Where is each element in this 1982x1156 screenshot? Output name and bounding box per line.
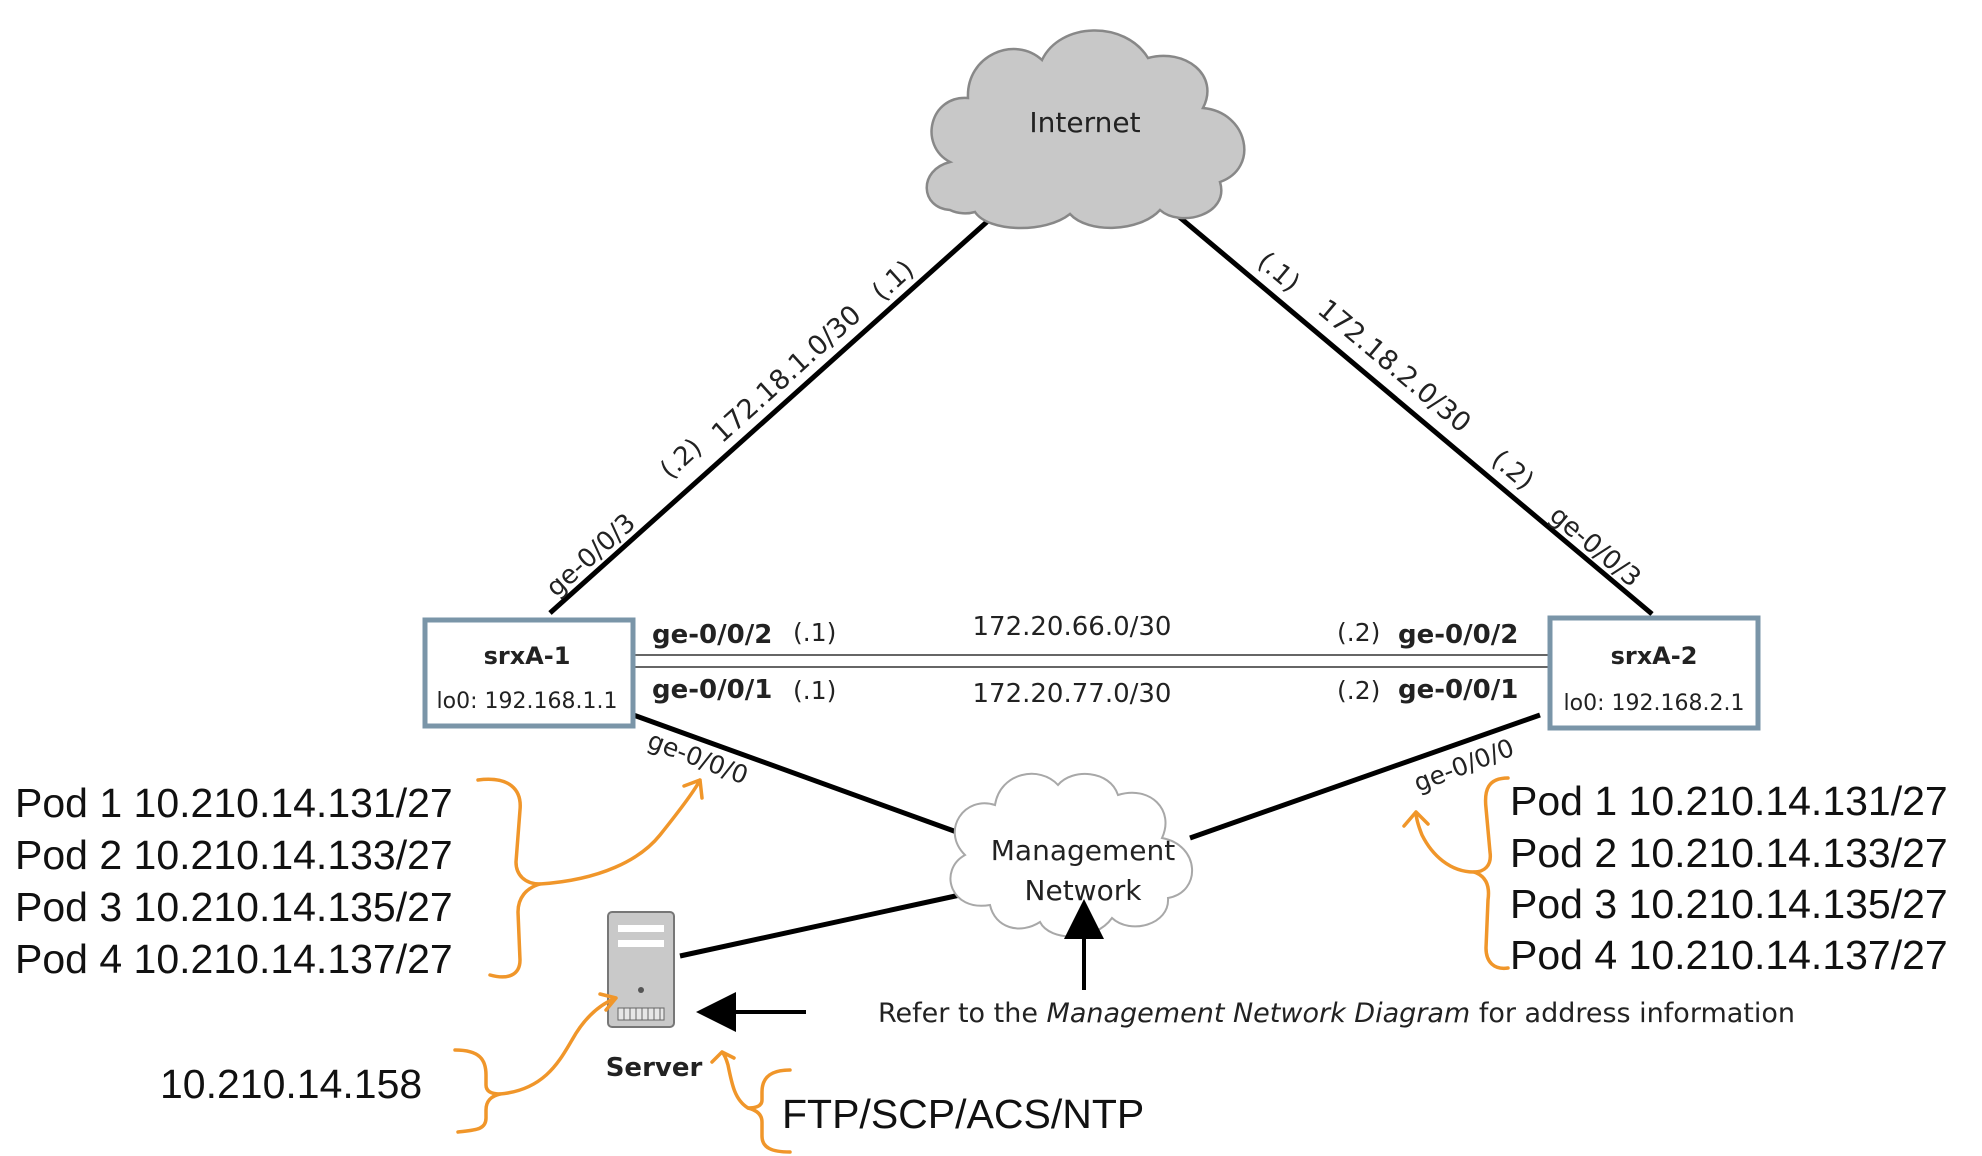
srx2-ge001-label: ge-0/0/1 bbox=[1398, 675, 1518, 705]
link-server-mgmt bbox=[679, 892, 961, 959]
server-icon bbox=[607, 911, 675, 1028]
note-emph: Management Network Diagram bbox=[1047, 998, 1471, 1029]
annotation-right: Pod 1 10.210.14.131/27 Pod 2 10.210.14.1… bbox=[1402, 776, 1948, 978]
note-prefix: Refer to the bbox=[878, 998, 1047, 1029]
right-pod-3: Pod 3 10.210.14.135/27 bbox=[1510, 881, 1948, 927]
ge001-subnet: 172.20.77.0/30 bbox=[973, 679, 1172, 709]
srx2-ge002-label: ge-0/0/2 bbox=[1398, 620, 1518, 650]
ge002-subnet: 172.20.66.0/30 bbox=[973, 612, 1172, 642]
srx1-ge002-addr: (.1) bbox=[793, 618, 836, 647]
left-pod-3: Pod 3 10.210.14.135/27 bbox=[15, 884, 453, 930]
left-arrow bbox=[538, 778, 704, 886]
srx1-ge001-addr: (.1) bbox=[793, 676, 836, 705]
management-network-cloud: Management Network bbox=[949, 772, 1194, 938]
left-pod-4: Pod 4 10.210.14.137/27 bbox=[15, 936, 453, 982]
srx2-ge003-label: ge-0/0/3 bbox=[1544, 500, 1647, 593]
annotation-server-services: FTP/SCP/ACS/NTP bbox=[710, 1050, 1144, 1154]
srx2-name: srxA-2 bbox=[1611, 642, 1698, 670]
srx2-lo0: lo0: 192.168.2.1 bbox=[1564, 691, 1745, 716]
srx1-ge003-label: ge-0/0/3 bbox=[541, 508, 642, 603]
link-srx1-mgmt bbox=[627, 710, 966, 838]
annotation-server-ip: 10.210.14.158 bbox=[160, 992, 618, 1134]
note-suffix: for address information bbox=[1470, 998, 1795, 1029]
srx2-ge002-addr: (.2) bbox=[1337, 618, 1380, 647]
right-pod-4: Pod 4 10.210.14.137/27 bbox=[1510, 932, 1948, 978]
link-srx2-mgmt bbox=[1189, 712, 1541, 841]
link-srx1-internet bbox=[548, 201, 1010, 615]
internet-label: Internet bbox=[1029, 106, 1140, 139]
srx2-uplink-far: (.1) bbox=[1252, 246, 1306, 298]
srx2-uplink-near: (.2) bbox=[1486, 444, 1540, 496]
srx1-uplink-subnet: 172.18.1.0/30 bbox=[706, 299, 868, 449]
mgmt-note: Refer to the Management Network Diagram … bbox=[878, 998, 1795, 1029]
server-services-label: FTP/SCP/ACS/NTP bbox=[782, 1091, 1144, 1137]
right-brace bbox=[1472, 776, 1510, 971]
srx1-ge002-label: ge-0/0/2 bbox=[652, 620, 772, 650]
left-brace bbox=[476, 777, 542, 979]
annotation-left: Pod 1 10.210.14.131/27 Pod 2 10.210.14.1… bbox=[15, 777, 704, 982]
right-pod-1: Pod 1 10.210.14.131/27 bbox=[1510, 778, 1948, 824]
server-label: Server bbox=[606, 1053, 703, 1083]
internet-cloud: Internet bbox=[925, 29, 1246, 230]
right-pod-2: Pod 2 10.210.14.133/27 bbox=[1510, 830, 1948, 876]
srx2-uplink-subnet: 172.18.2.0/30 bbox=[1312, 294, 1477, 440]
mgmt-label-line1: Management bbox=[991, 834, 1175, 867]
services-arrow bbox=[710, 1050, 750, 1110]
mgmt-label-line2: Network bbox=[1025, 874, 1143, 907]
server-ip-brace bbox=[453, 1048, 502, 1134]
server-ip-arrow bbox=[498, 992, 618, 1096]
srx1-lo0: lo0: 192.168.1.1 bbox=[437, 689, 618, 714]
link-srx2-internet bbox=[1163, 203, 1654, 616]
srx2-ge001-addr: (.2) bbox=[1337, 676, 1380, 705]
left-pod-1: Pod 1 10.210.14.131/27 bbox=[15, 780, 453, 826]
device-srxa-1: srxA-1 lo0: 192.168.1.1 bbox=[422, 617, 636, 729]
right-arrow bbox=[1402, 810, 1476, 874]
server-ip-label: 10.210.14.158 bbox=[160, 1061, 422, 1107]
srx1-uplink-far: (.1) bbox=[867, 255, 921, 307]
srx1-name: srxA-1 bbox=[484, 642, 571, 670]
left-pod-2: Pod 2 10.210.14.133/27 bbox=[15, 832, 453, 878]
srx1-ge001-label: ge-0/0/1 bbox=[652, 675, 772, 705]
device-srxa-2: srxA-2 lo0: 192.168.2.1 bbox=[1547, 615, 1761, 731]
